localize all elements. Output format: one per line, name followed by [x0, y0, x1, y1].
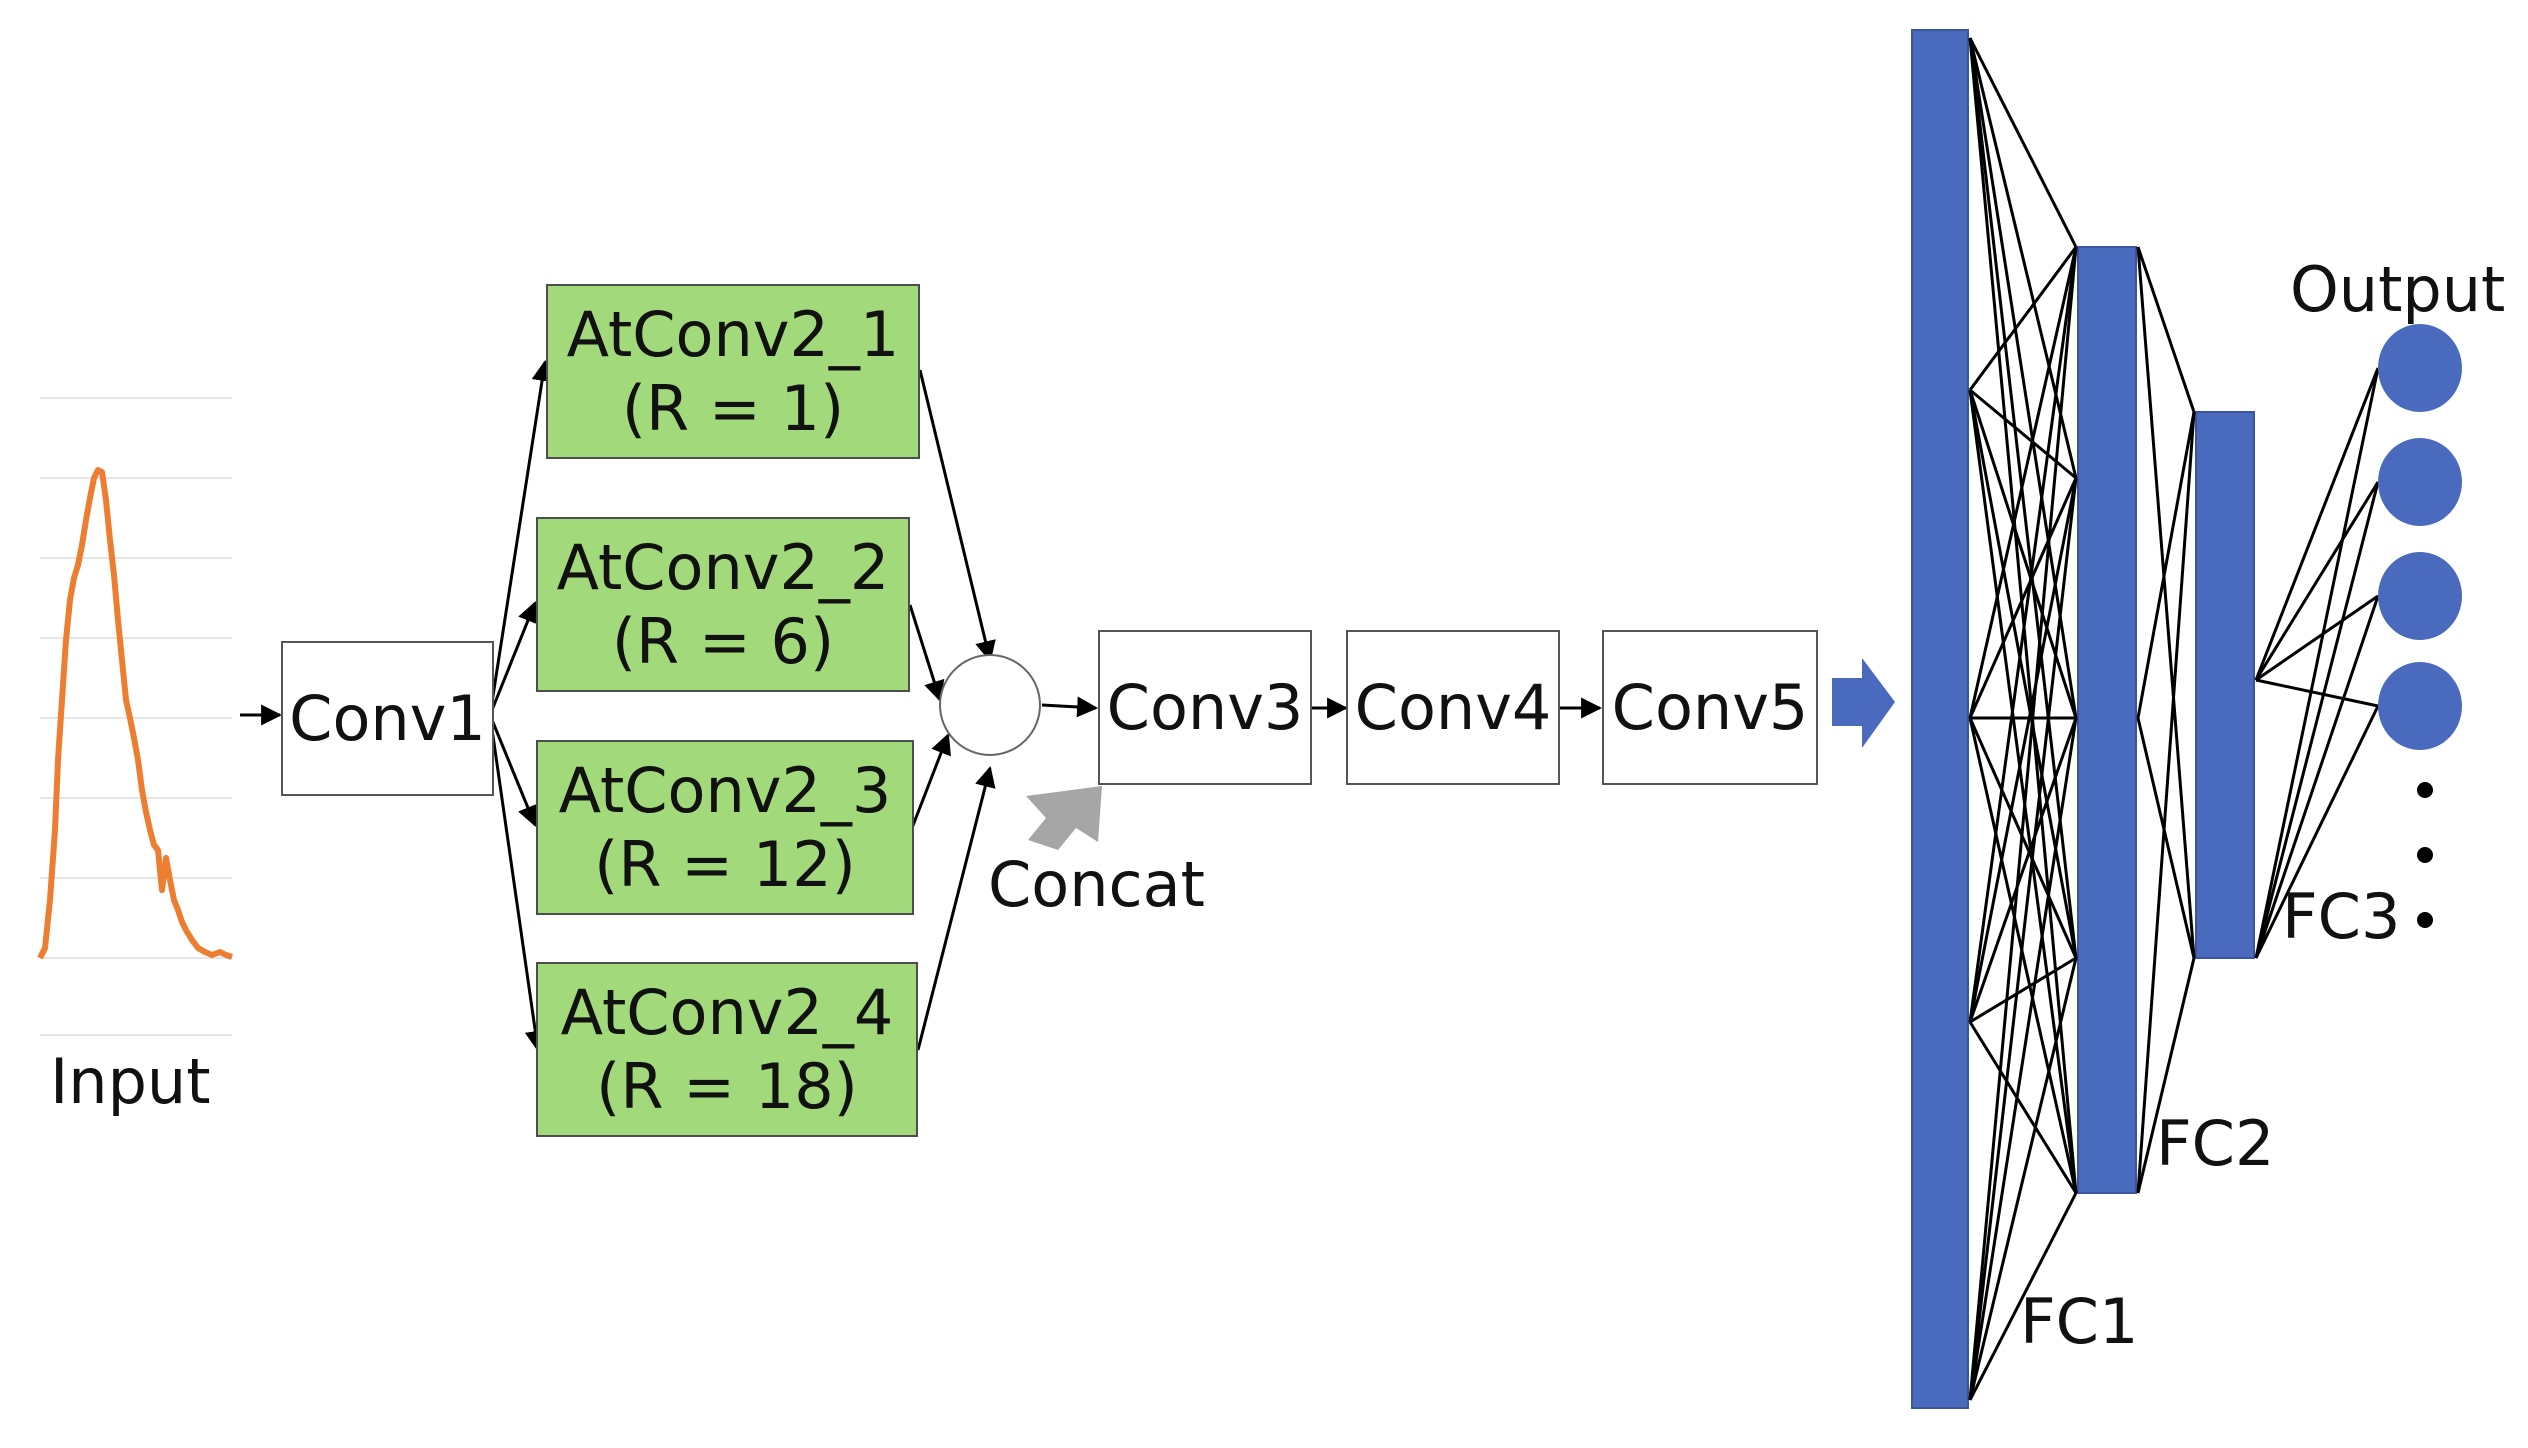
conv4-box: Conv4	[1346, 630, 1560, 785]
fc3-label: FC3	[2282, 880, 2401, 953]
atconv-name: AtConv2_3	[558, 754, 892, 828]
conv5-label: Conv5	[1611, 670, 1809, 744]
dense-connection	[2254, 481, 2380, 681]
dense-connection	[1968, 477, 2078, 1401]
signal-curve	[37, 467, 233, 960]
dense-connection	[1968, 37, 2078, 248]
output-label: Output	[2290, 253, 2506, 326]
fc2-bar	[2077, 246, 2137, 1194]
arrow-b4-concat	[916, 765, 996, 1051]
conv3-label: Conv3	[1106, 670, 1304, 744]
atconv-rate: (R = 6)	[611, 604, 835, 678]
output-node	[2378, 438, 2462, 526]
dense-connection	[1968, 717, 2078, 1401]
atconv-branch-1: AtConv2_1 (R = 1)	[546, 284, 920, 459]
conv1-box: Conv1	[281, 641, 494, 796]
conv4-label: Conv4	[1354, 670, 1552, 744]
fc1-bar	[1911, 29, 1969, 1409]
dense-connection	[1968, 246, 2078, 391]
fc3-bar	[2195, 411, 2255, 959]
dense-connection	[2255, 594, 2379, 682]
dense-connection	[1968, 389, 2078, 719]
arrow-b2-concat	[908, 604, 945, 703]
input-label: Input	[50, 1045, 211, 1118]
atconv-name: AtConv2_1	[566, 298, 900, 372]
atconv-rate: (R = 12)	[594, 827, 856, 901]
dense-connection	[2136, 411, 2196, 1194]
output-node	[2378, 662, 2462, 750]
output-nodes	[2378, 324, 2462, 750]
atconv-branch-3: AtConv2_3 (R = 12)	[536, 740, 914, 915]
arrow-conv1-b3	[488, 714, 538, 827]
conv5-box: Conv5	[1602, 630, 1818, 785]
concat-pointer-arrow	[1026, 786, 1102, 850]
ellipsis-dot	[2417, 847, 2433, 863]
dense-connection	[1968, 389, 2078, 1194]
input-signal-plot	[37, 397, 233, 1036]
dense-connection	[2254, 705, 2380, 959]
fc1-label: FC1	[2020, 1285, 2139, 1358]
arrow-conv1-b4	[488, 714, 546, 1053]
dense-connection	[1968, 1021, 2078, 1194]
output-node	[2378, 324, 2462, 412]
atconv-branch-2: AtConv2_2 (R = 6)	[536, 517, 910, 692]
dense-connection	[1968, 717, 2078, 1023]
dense-connection	[1968, 477, 2078, 1023]
arrow-b3-concat	[910, 733, 951, 829]
dense-connection	[1968, 477, 2078, 719]
dense-connection	[2254, 367, 2380, 681]
dense-connection	[2136, 717, 2196, 959]
dense-connection	[1968, 37, 2078, 719]
dense-connection	[1968, 389, 2078, 959]
dense-connection	[2136, 957, 2196, 1194]
dense-connection	[2136, 246, 2196, 959]
ellipsis-dot	[2417, 912, 2433, 928]
dense-connection	[1968, 957, 2078, 1401]
output-ellipsis	[2417, 782, 2433, 928]
dense-entry-arrow	[1832, 658, 1895, 748]
arrow-conv1-b2	[488, 601, 538, 716]
dense-connection	[1968, 246, 2078, 1401]
dense-connection	[1968, 37, 2078, 959]
ellipsis-dot	[2417, 782, 2433, 798]
output-node	[2378, 552, 2462, 640]
atconv-rate: (R = 1)	[621, 371, 845, 445]
dense-connection	[2136, 411, 2196, 719]
conv3-box: Conv3	[1098, 630, 1312, 785]
dense-connection	[2254, 367, 2380, 959]
atconv-name: AtConv2_2	[556, 531, 890, 605]
dense-connection	[1968, 246, 2078, 719]
atconv-branch-4: AtConv2_4 (R = 18)	[536, 962, 918, 1137]
conv1-label: Conv1	[289, 681, 486, 755]
dense-connection	[1969, 956, 2077, 1024]
dense-connection	[1968, 1192, 2078, 1401]
concat-node	[939, 654, 1041, 756]
arrow-b1-concat	[918, 369, 996, 663]
atconv-name: AtConv2_4	[560, 976, 894, 1050]
dense-connection	[1968, 246, 2078, 1023]
dense-layers	[1911, 29, 2255, 1409]
dense-connections	[1968, 37, 2380, 1401]
arrow-conv1-b1	[488, 359, 553, 716]
atconv-rate: (R = 18)	[596, 1049, 858, 1123]
concat-label: Concat	[988, 848, 1205, 921]
dense-connection	[2136, 246, 2196, 413]
arrow-concat-conv3	[1041, 696, 1099, 718]
dense-connection	[2254, 481, 2380, 959]
dense-connection	[1969, 388, 2077, 480]
dense-connection	[2255, 678, 2379, 708]
dense-connection	[2254, 595, 2380, 959]
dense-connection	[1968, 717, 2078, 1194]
dense-connection	[1968, 37, 2078, 1194]
dense-connection	[1968, 37, 2078, 479]
fc2-label: FC2	[2156, 1107, 2275, 1180]
